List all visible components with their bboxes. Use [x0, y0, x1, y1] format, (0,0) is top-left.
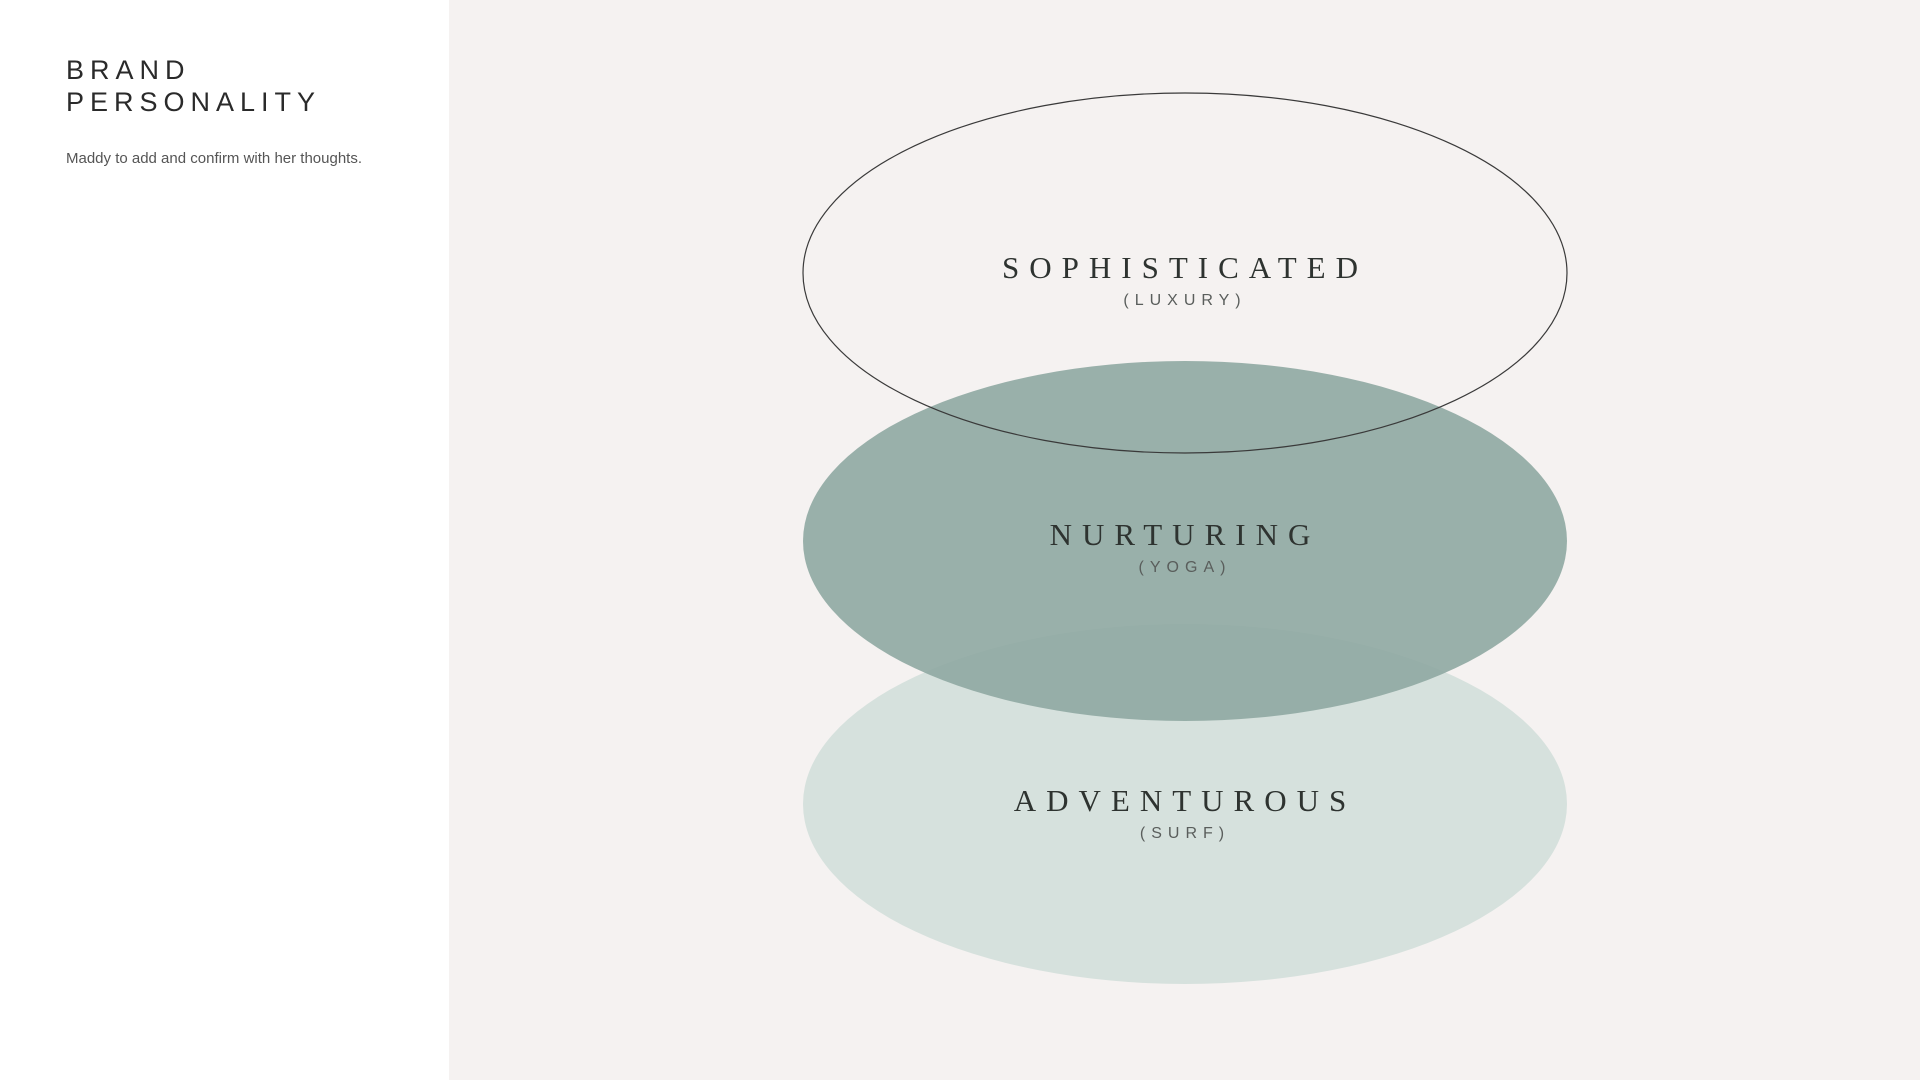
label-adventurous: ADVENTUROUS	[1014, 783, 1357, 818]
left-panel: BRAND PERSONALITY Maddy to add and confi…	[0, 0, 449, 1080]
label-sophisticated: SOPHISTICATED	[1002, 250, 1368, 285]
title-line-2: PERSONALITY	[66, 87, 322, 117]
title-line-1: BRAND	[66, 55, 191, 85]
sublabel-nurturing: (YOGA)	[1139, 559, 1232, 576]
personality-diagram: SOPHISTICATED (LUXURY) NURTURING (YOGA) …	[802, 92, 1568, 984]
sublabel-adventurous: (SURF)	[1140, 825, 1230, 842]
page-note: Maddy to add and confirm with her though…	[66, 150, 363, 167]
diagram-panel: SOPHISTICATED (LUXURY) NURTURING (YOGA) …	[449, 0, 1920, 1080]
page-title: BRAND PERSONALITY	[66, 54, 321, 118]
sublabel-sophisticated: (LUXURY)	[1123, 292, 1246, 309]
oval-adventurous	[803, 624, 1567, 984]
label-nurturing: NURTURING	[1050, 517, 1321, 552]
oval-nurturing	[803, 361, 1567, 721]
oval-sophisticated	[802, 92, 1568, 454]
